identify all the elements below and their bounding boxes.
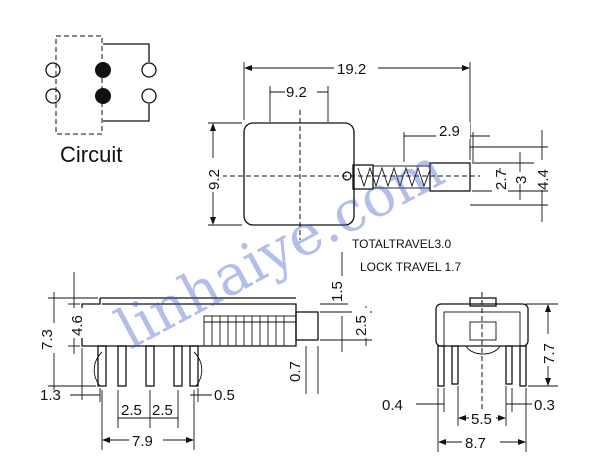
arrow-head	[498, 415, 506, 421]
plunger-tip	[429, 162, 471, 192]
end-pin	[451, 345, 459, 385]
dim-pin-thickness: 0.5	[214, 387, 235, 404]
dim-length: 19.2	[337, 61, 366, 78]
end-plunger	[469, 321, 497, 341]
arrow-head	[518, 439, 526, 445]
side-pin	[97, 345, 107, 387]
spring	[357, 166, 431, 188]
circuit-wire	[103, 43, 150, 62]
arrow-head	[545, 304, 551, 312]
circuit-terminal	[45, 88, 61, 104]
side-view: 7.3 4.6 1.3 0.5 2.5 2.5 7.9 1.5 2.	[36, 252, 372, 450]
side-pin	[173, 345, 183, 387]
dim-pin-width: 1.3	[40, 387, 61, 404]
side-pin	[145, 345, 155, 387]
circuit-label: Circuit	[60, 142, 122, 167]
circuit-terminal	[141, 88, 157, 104]
end-view: 7.7 0.4 0.3 5.5 8.7	[382, 292, 558, 452]
end-cap	[469, 297, 497, 307]
dim-h3: 4.4	[535, 169, 552, 190]
dim-pin-b: 0.3	[534, 397, 555, 414]
end-pin	[519, 345, 527, 387]
circuit-terminal-active	[95, 88, 111, 104]
circuit-wire	[103, 104, 150, 122]
dim-body: 9.2	[286, 84, 307, 101]
dim-width: 7.9	[132, 433, 153, 450]
dim-h2: 3	[513, 176, 530, 184]
arrow-head	[210, 123, 216, 131]
arrow-head	[102, 437, 110, 443]
end-arc	[465, 345, 501, 355]
dim-h1: 2.7	[493, 169, 510, 190]
dim-width: 8.7	[465, 435, 486, 452]
dim-pitch-b: 2.5	[152, 402, 173, 419]
arrow-head	[210, 217, 216, 225]
side-pin	[117, 345, 127, 387]
dim-pitch-a: 2.5	[121, 402, 142, 419]
dim-body-height: 4.6	[69, 315, 86, 336]
note-lock-travel: LOCK TRAVEL 1.7	[360, 260, 461, 274]
arrow-head	[186, 437, 194, 443]
pin-curve	[193, 351, 203, 387]
dim-height: 9.2	[206, 169, 223, 190]
arrow-head	[438, 439, 446, 445]
side-pin	[189, 345, 199, 387]
circuit-dashed-box	[55, 35, 103, 135]
side-ribs	[203, 315, 297, 347]
dim-1-5: 1.5	[329, 281, 346, 302]
end-pin	[505, 345, 513, 385]
circuit-terminal	[141, 62, 157, 78]
arrow-head	[462, 65, 470, 71]
top-view: 19.2 9.2 9.2 2.9 2.7 3 4.4	[203, 58, 552, 240]
circuit-terminal-active	[95, 62, 111, 78]
dim-pin-a: 0.4	[382, 397, 403, 414]
arrow-head	[244, 65, 252, 71]
dim-2-5: 2.5	[353, 315, 370, 336]
side-plunger	[295, 311, 319, 341]
dim-stroke: 2.9	[439, 123, 460, 140]
arrow-head	[545, 378, 551, 386]
dim-pitch: 5.5	[471, 411, 492, 428]
dim-total-height: 7.3	[39, 329, 56, 350]
arrow-head	[458, 415, 466, 421]
circuit-terminal	[45, 62, 61, 78]
switch-body	[243, 122, 355, 226]
side-body	[81, 298, 297, 347]
note-total-travel: TOTALTRAVEL3.0	[352, 237, 451, 251]
end-pin	[437, 345, 445, 387]
pin-curve	[93, 351, 103, 387]
dim-0-7: 0.7	[287, 361, 304, 382]
circuit-diagram: Circuit	[45, 35, 157, 167]
dim-height: 7.7	[541, 343, 558, 364]
